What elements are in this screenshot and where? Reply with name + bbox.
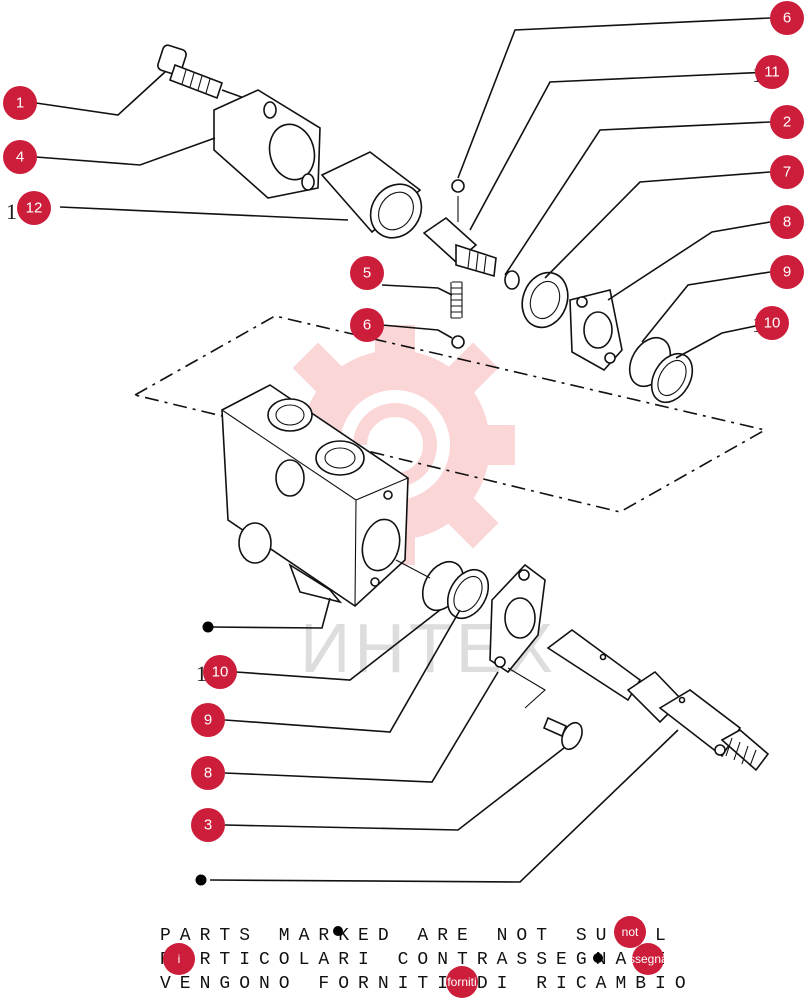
- callout-8-bottom[interactable]: 8: [191, 756, 225, 790]
- callout-9-top[interactable]: 9: [770, 255, 804, 289]
- callout-11[interactable]: 11: [755, 55, 789, 89]
- callout-12[interactable]: 12: [17, 191, 51, 225]
- callout-7-label: 7: [783, 164, 791, 181]
- callout-5-label: 5: [363, 265, 371, 282]
- footnote-line-2: PARTICOLARI CONTRASSEGNATI: [160, 950, 675, 970]
- gasket-part-8-bottom: [489, 563, 546, 709]
- callout-10-top-label: 10: [764, 315, 781, 332]
- footnote-marker-dot-2: [593, 953, 603, 963]
- callout-6-bottom[interactable]: 6: [350, 308, 384, 342]
- callout-6-bottom-label: 6: [363, 317, 371, 334]
- leader-lines: [35, 17, 771, 883]
- callout-3[interactable]: 3: [191, 808, 225, 842]
- callout-3-label: 3: [204, 817, 212, 834]
- gasket-part-8-top: [569, 289, 623, 372]
- ghost-prefix-12: 1: [6, 199, 17, 224]
- callout-2-label: 2: [783, 114, 791, 131]
- seals-part-9-10-top: [628, 336, 694, 404]
- shaft: [546, 629, 770, 772]
- callout-10-bottom[interactable]: 10: [203, 655, 237, 689]
- callout-7[interactable]: 7: [770, 155, 804, 189]
- marker-dot-shaft: [195, 874, 207, 886]
- ring-part-7: [521, 271, 569, 329]
- flange-sleeve-part-4: [213, 89, 321, 199]
- footnote-marker-dot-1: [333, 926, 343, 936]
- ghost-prefix-10-bottom: 1: [196, 661, 207, 686]
- assembly-outline: [132, 315, 768, 513]
- footnote-badge-forniti[interactable]: forniti: [446, 966, 478, 998]
- callout-6-top-label: 6: [783, 10, 791, 27]
- callout-1-label: 1: [16, 95, 24, 112]
- piston-part-11: [422, 179, 497, 278]
- valve-body: [221, 384, 409, 608]
- footnote-line-1: PARTS MARKED ARE NOT SUPPL: [160, 926, 675, 946]
- callout-4-label: 4: [16, 149, 24, 166]
- footnote-badge-not[interactable]: not: [614, 916, 646, 948]
- callout-9-bottom[interactable]: 9: [191, 703, 225, 737]
- callout-4[interactable]: 4: [3, 140, 37, 174]
- callout-5[interactable]: 5: [350, 256, 384, 290]
- cylinder-sleeve-part-12: [320, 151, 423, 239]
- callout-1[interactable]: 1: [3, 86, 37, 120]
- footnote-line-3: VENGONO FORNITI DI RICAMBIO: [160, 974, 695, 994]
- callout-8-top[interactable]: 8: [770, 205, 804, 239]
- footnote-badge-assegnati[interactable]: assegnati: [632, 943, 664, 975]
- ball-part-6-top: [451, 179, 465, 193]
- o-ring-part-2: [504, 270, 520, 290]
- footnote-badge-i[interactable]: i: [163, 943, 195, 975]
- bolt-part-1: [157, 44, 259, 104]
- screw-part-3: [542, 716, 583, 751]
- callout-8-bottom-label: 8: [204, 765, 212, 782]
- callout-11-label: 11: [764, 64, 780, 81]
- ball-part-6-bottom: [451, 335, 465, 349]
- callout-8-top-label: 8: [783, 214, 791, 231]
- spring-part-5: [450, 281, 465, 349]
- callout-12-label: 12: [26, 200, 43, 217]
- callout-9-bottom-label: 9: [204, 712, 212, 729]
- callout-10-top[interactable]: 10: [755, 306, 789, 340]
- marker-dot-body: [202, 621, 214, 633]
- seals-part-9-10-bottom: [395, 559, 490, 620]
- callout-2[interactable]: 2: [770, 105, 804, 139]
- callout-6-top[interactable]: 6: [770, 1, 804, 35]
- callout-10-bottom-label: 10: [212, 664, 229, 681]
- callout-9-top-label: 9: [783, 264, 791, 281]
